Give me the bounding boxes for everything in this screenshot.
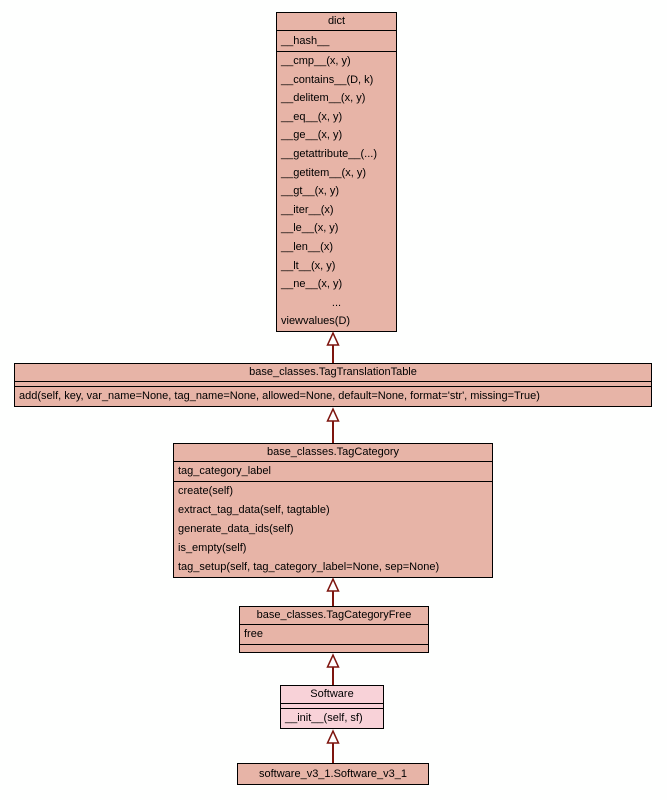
inheritance-arrow-tagcategory-to-tagtranslationtable [326,407,340,443]
method-row: __init__(self, sf) [285,712,363,724]
method-row: tag_setup(self, tag_category_label=None,… [178,561,440,573]
method-row: __iter__(x) [281,203,334,216]
inheritance-arrow-softwarev31-to-software [326,729,340,763]
attributes-compartment: tag_category_label [174,461,492,481]
method-row: __lt__(x, y) [281,259,336,272]
attributes-compartment: __hash__ [277,30,396,51]
method-row: is_empty(self) [178,542,247,554]
method-row: __getattribute__(...) [281,147,378,160]
class-title: base_classes.TagCategoryFree [256,609,412,621]
attribute-row: free [244,628,263,640]
class-box-tag-category: base_classes.TagCategory tag_category_la… [173,443,493,578]
attribute-row: tag_category_label [178,465,271,477]
class-box-tag-category-free: base_classes.TagCategoryFree free [239,606,429,653]
method-row: __le__(x, y) [281,222,339,235]
inheritance-arrow-tagcategoryfree-to-tagcategory [326,577,340,606]
class-title: dict [327,15,346,27]
attributes-compartment-empty [281,703,383,708]
method-row: __ne__(x, y) [281,278,343,291]
attributes-compartment-empty [15,381,651,386]
attributes-compartment: free [240,624,428,644]
method-row: extract_tag_data(self, tagtable) [178,504,330,516]
class-title: base_classes.TagCategory [266,446,400,458]
class-title: base_classes.TagTranslationTable [249,366,417,378]
methods-compartment: create(self) extract_tag_data(self, tagt… [174,481,492,577]
method-row: __ge__(x, y) [281,129,343,142]
inheritance-arrow-tagtranslationtable-to-dict [326,331,340,363]
method-row: __gt__(x, y) [281,185,340,198]
method-row: create(self) [178,485,234,497]
attribute-row: __hash__ [281,35,330,47]
method-row: __delitem__(x, y) [281,92,366,105]
methods-compartment: __cmp__(x, y) __contains__(D, k) __delit… [277,51,396,331]
method-row: add(self, key, var_name=None, tag_name=N… [19,390,540,402]
method-row: generate_data_ids(self) [178,523,294,535]
methods-compartment-empty [240,644,428,652]
class-title: Software [310,688,354,700]
method-row: __contains__(D, k) [281,73,374,86]
methods-compartment: __init__(self, sf) [281,708,383,728]
method-row: __cmp__(x, y) [281,55,351,67]
class-title: software_v3_1.Software_v3_1 [259,768,407,780]
class-box-dict: dict __hash__ __cmp__(x, y) __contains__… [276,12,397,332]
ellipsis-row: ... [331,296,342,309]
method-row: viewvalues(D) [281,315,351,328]
class-box-tag-translation-table: base_classes.TagTranslationTable add(sel… [14,363,652,407]
method-row: __getitem__(x, y) [281,166,366,179]
method-row: __eq__(x, y) [281,110,343,123]
class-box-software: Software __init__(self, sf) [280,685,384,729]
method-row: __len__(x) [281,240,333,253]
class-box-software-v3-1: software_v3_1.Software_v3_1 [237,763,429,785]
methods-compartment: add(self, key, var_name=None, tag_name=N… [15,386,651,406]
inheritance-arrow-software-to-tagcategoryfree [326,653,340,685]
